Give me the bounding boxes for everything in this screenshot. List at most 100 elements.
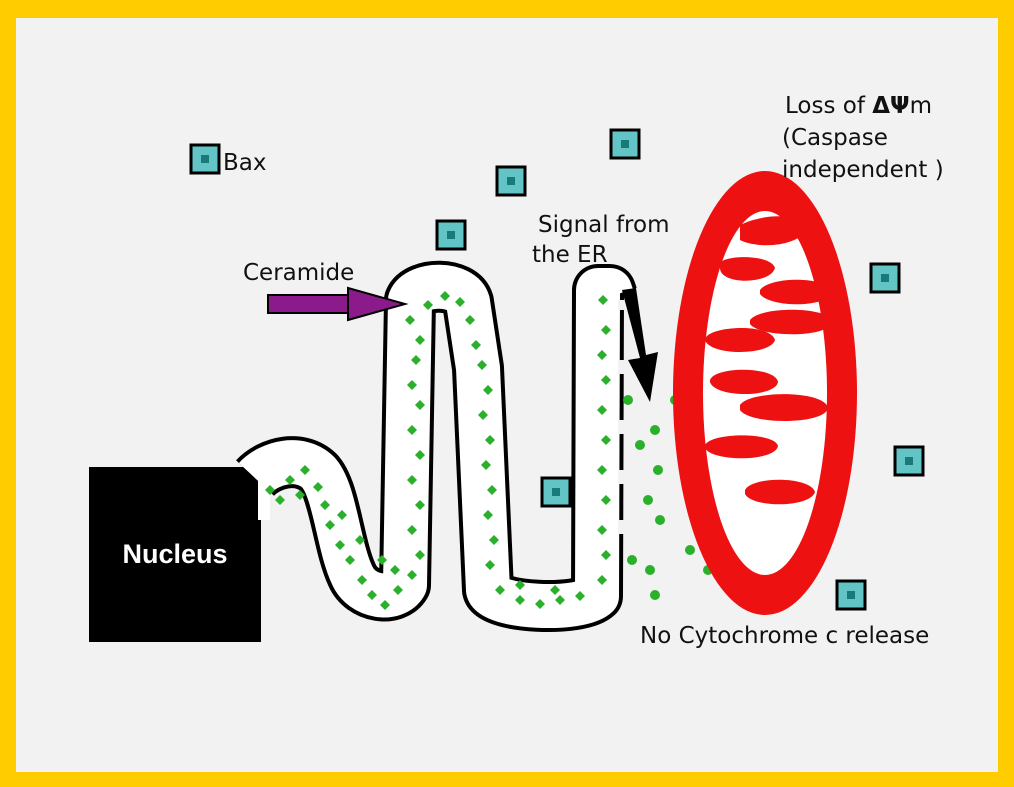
cytochrome-c-dot-icon [635, 440, 645, 450]
cytochrome-c-dot-icon [275, 495, 285, 505]
ceramide-label: Ceramide [243, 260, 354, 286]
bax-square-icon [540, 476, 572, 508]
crista [740, 394, 828, 422]
cytochrome-c-dot-icon [597, 575, 607, 585]
cytochrome-c-dot-icon [597, 350, 607, 360]
bax-markers [189, 128, 925, 611]
cytochrome-c-dot-icon [481, 460, 491, 470]
cytochrome-c-dot-icon [407, 425, 417, 435]
cytochrome-c-dot-icon [598, 295, 608, 305]
cytochrome-c-dot-icon [325, 520, 335, 530]
cytochrome-c-dot-icon [440, 291, 450, 301]
cytochrome-c-dot-icon [655, 515, 665, 525]
cytochrome-c-dot-icon [597, 465, 607, 475]
signal-label-line2: the ER [532, 242, 608, 268]
cytochrome-c-dot-icon [653, 465, 663, 475]
bax-square-icon [869, 262, 901, 294]
er-membrane-gap [618, 420, 630, 434]
cytochrome-c-dot-icon [415, 550, 425, 560]
cytochrome-c-dot-icon [357, 575, 367, 585]
cytochrome-c-dot-icon [483, 510, 493, 520]
cytochrome-c-dot-icon [515, 580, 525, 590]
cytochrome-c-dot-icon [478, 410, 488, 420]
caspase-label-line1: (Caspase [782, 125, 888, 151]
cytochrome-label: No Cytochrome c release [640, 623, 929, 649]
cytochrome-c-dot-icon [337, 510, 347, 520]
crista [718, 257, 775, 281]
cytochrome-c-dot-icon [485, 435, 495, 445]
cytochrome-c-dot-icon [320, 500, 330, 510]
cytochrome-c-dot-icon [597, 525, 607, 535]
cytochrome-c-dot-icon [415, 400, 425, 410]
cytochrome-c-dot-icon [601, 325, 611, 335]
cytochrome-c-dot-icon [407, 570, 417, 580]
cytochrome-c-dot-icon [465, 315, 475, 325]
black-arrow-icon [622, 288, 658, 402]
er-membrane-gap [618, 520, 630, 534]
cytochrome-c-dot-icon [685, 545, 695, 555]
crista [740, 216, 805, 246]
cytochrome-c-dot-icon [423, 300, 433, 310]
signal-label-line1: Signal from [538, 212, 670, 238]
er-membrane-gap [618, 360, 630, 374]
cytochrome-c-dot-icon [645, 565, 655, 575]
bax-label: Bax [223, 150, 266, 176]
bax-square-icon [495, 165, 527, 197]
cytochrome-c-dot-icon [313, 482, 323, 492]
cytochrome-c-dot-icon [495, 585, 505, 595]
loss-label: Loss of ΔΨm [785, 93, 932, 119]
loss-prefix: Loss of [785, 93, 872, 119]
er-dots [265, 291, 611, 610]
nucleus-label: Nucleus [122, 539, 227, 569]
cytochrome-c-dot-icon [471, 340, 481, 350]
cytochrome-c-dot-icon [487, 485, 497, 495]
loss-suffix: m [910, 93, 932, 119]
cytochrome-c-dot-icon [407, 525, 417, 535]
cytochrome-c-dot-icon [405, 315, 415, 325]
cytochrome-c-dot-icon [555, 595, 565, 605]
cytochrome-c-dot-icon [623, 395, 633, 405]
cytochrome-c-dot-icon [407, 380, 417, 390]
cytochrome-c-dot-icon [415, 450, 425, 460]
crista [705, 435, 778, 459]
cytochrome-c-dot-icon [485, 560, 495, 570]
er-membrane-gap [618, 300, 630, 310]
bax-square-icon [609, 128, 641, 160]
cytochrome-c-dot-icon [575, 591, 585, 601]
cytochrome-c-dot-icon [535, 599, 545, 609]
crista [745, 479, 815, 505]
cytochrome-c-dot-icon [515, 595, 525, 605]
cytochrome-c-dot-icon [483, 385, 493, 395]
cytochrome-c-dot-icon [411, 355, 421, 365]
cytochrome-c-dot-icon [550, 585, 560, 595]
cytochrome-c-dot-icon [390, 565, 400, 575]
cytochrome-c-dot-icon [601, 495, 611, 505]
cytochrome-c-dot-icon [601, 435, 611, 445]
bax-square-icon [189, 143, 221, 175]
caspase-label-line2: independent ) [782, 157, 944, 183]
cytochrome-c-dot-icon [377, 555, 387, 565]
cytochrome-c-dot-icon [627, 555, 637, 565]
ceramide-arrow-head [347, 286, 409, 322]
cytochrome-c-dot-icon [597, 405, 607, 415]
cytochrome-c-dot-icon [455, 297, 465, 307]
signal-arrow [622, 288, 658, 402]
crista [750, 309, 832, 335]
bax-square-icon [893, 445, 925, 477]
nucleus: Nucleus [89, 467, 261, 642]
er-membrane-gap [618, 470, 630, 484]
er-lumen [238, 264, 633, 629]
cytochrome-c-dot-icon [335, 540, 345, 550]
cytochrome-c-dot-icon [300, 465, 310, 475]
cytochrome-c-dot-icon [295, 490, 305, 500]
cytochrome-c-dot-icon [367, 590, 377, 600]
purple-arrow-icon [267, 286, 409, 322]
cytochrome-c-dot-icon [345, 555, 355, 565]
crista [705, 327, 775, 352]
crista [760, 279, 832, 305]
cytochrome-c-dot-icon [415, 500, 425, 510]
cytochrome-c-dot-icon [285, 475, 295, 485]
cytochrome-c-dot-icon [380, 600, 390, 610]
mitochondrion [673, 171, 857, 615]
